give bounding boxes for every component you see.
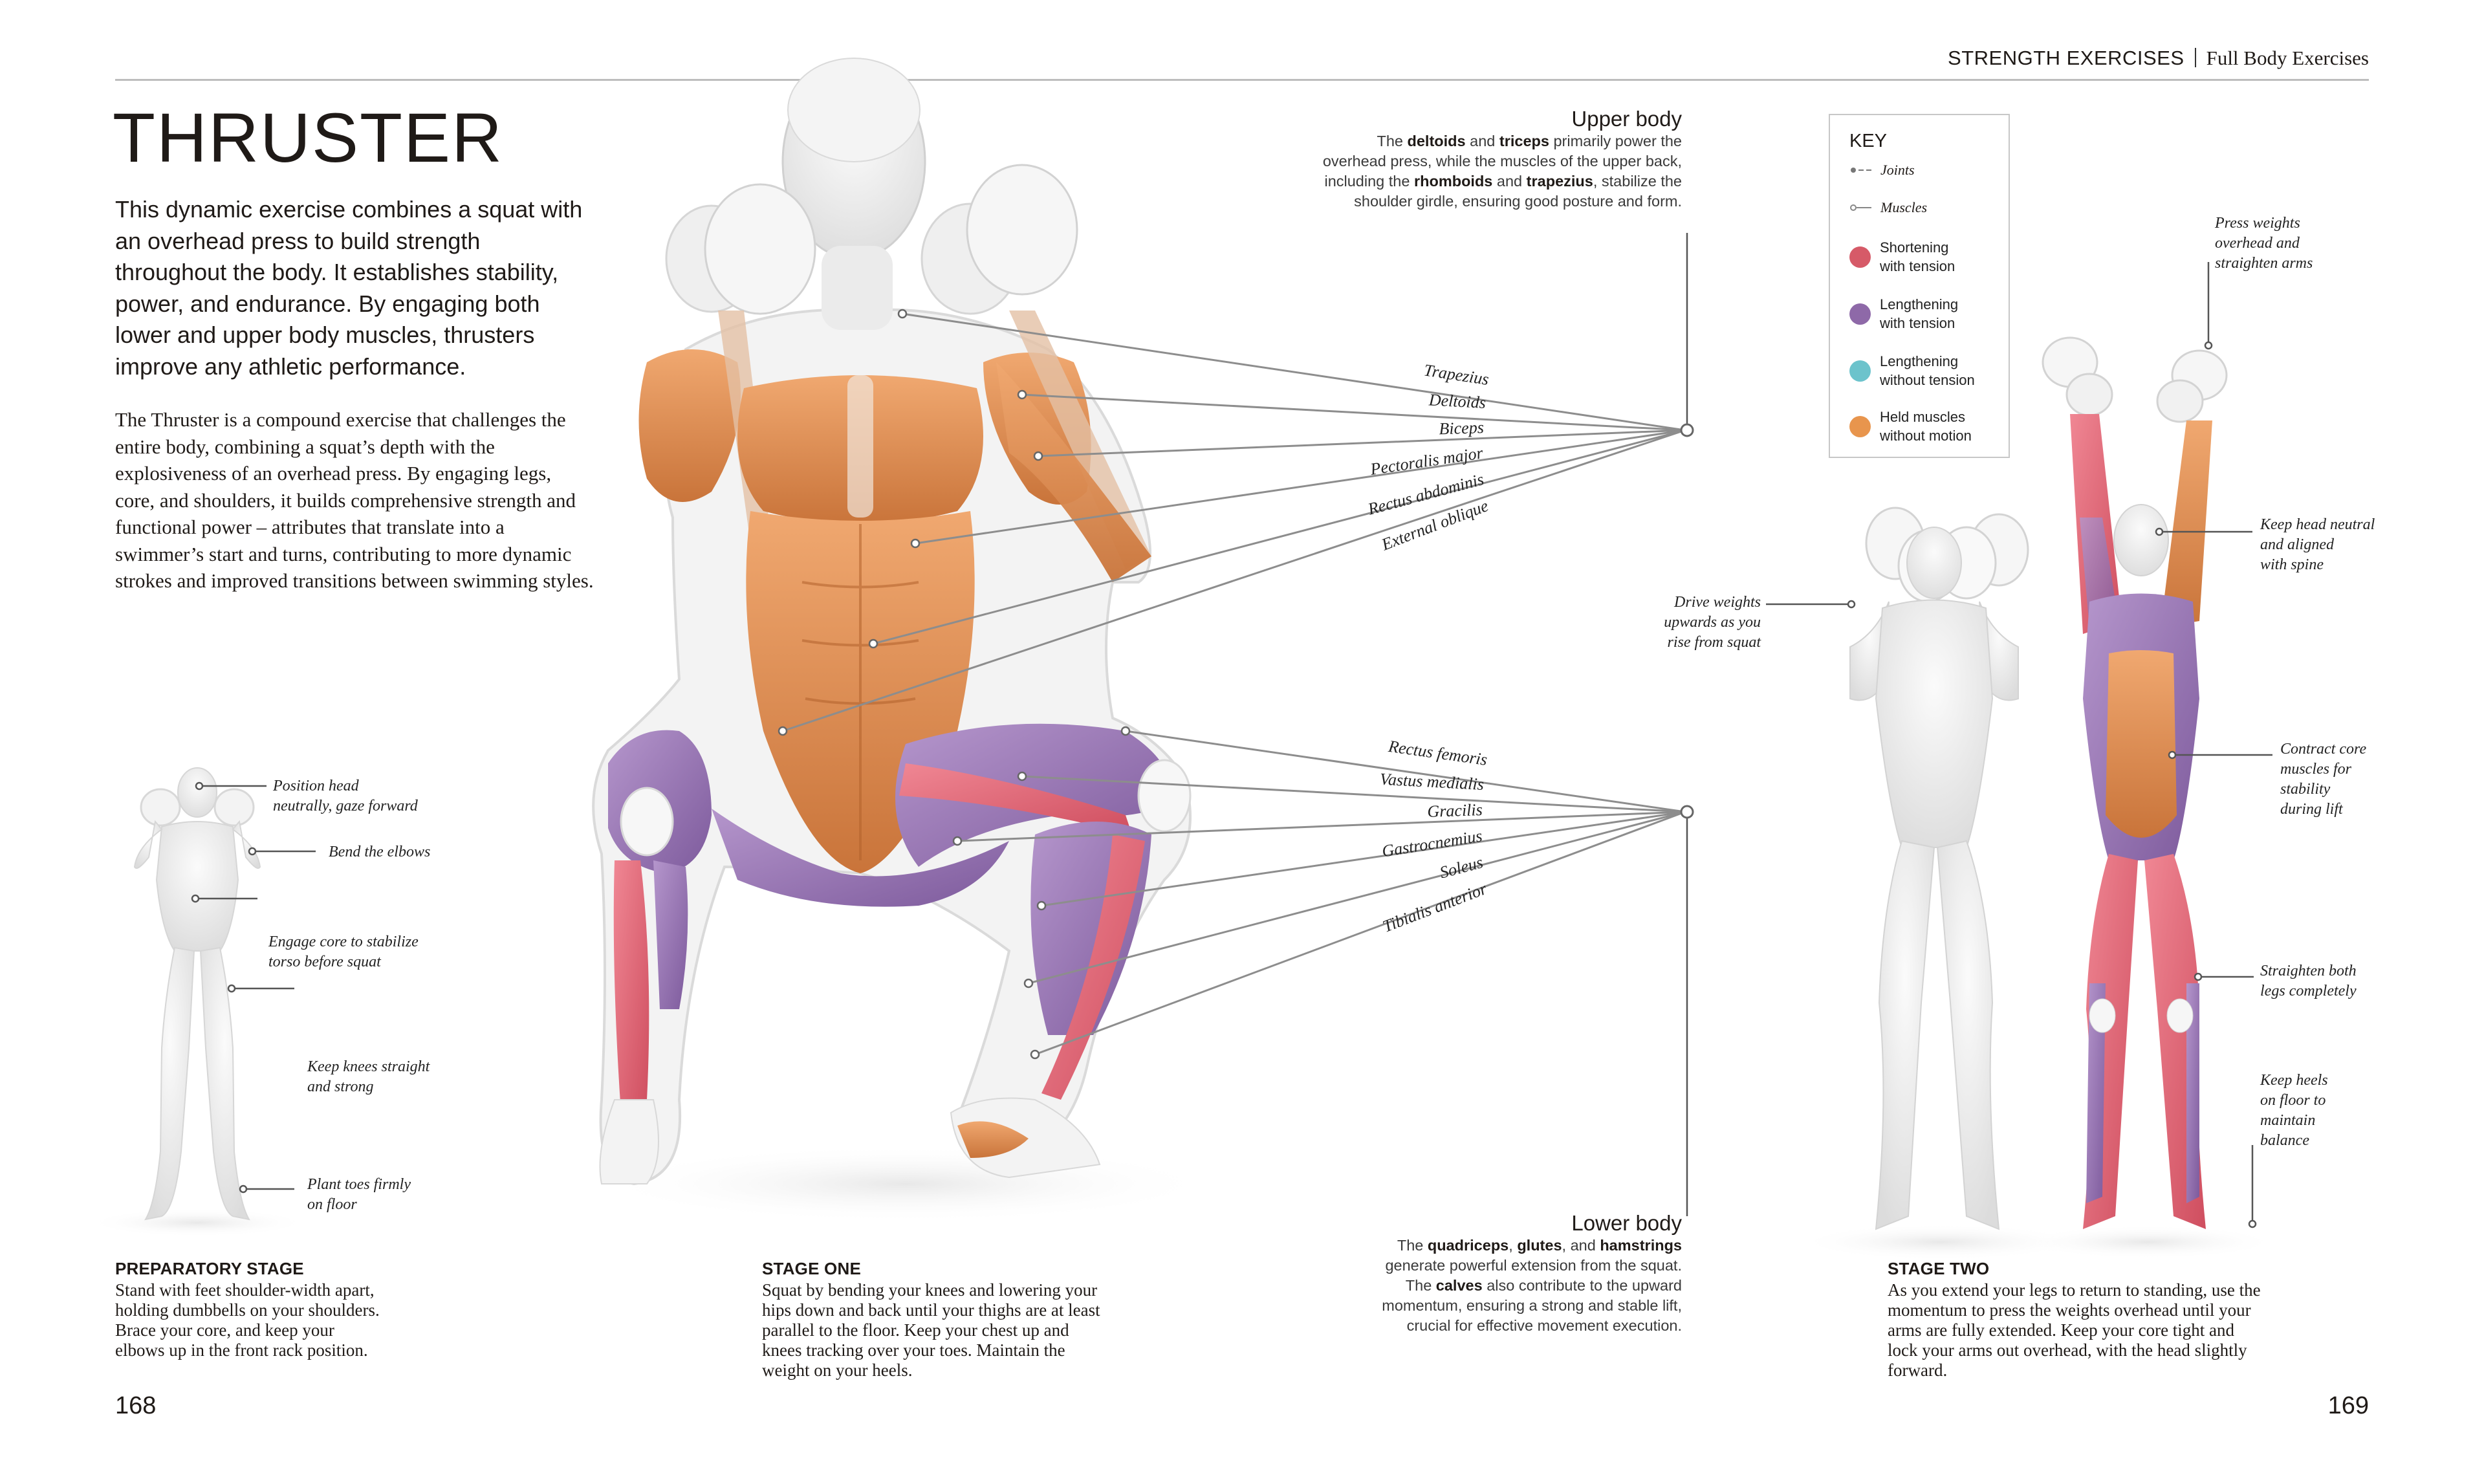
stage-two-muscle-figure xyxy=(2018,336,2277,1259)
lengthening-no-tension-color-swatch-icon xyxy=(1849,360,1871,382)
muscle-label-gracilis: Gracilis xyxy=(1426,800,1483,821)
preparatory-stage: PREPARATORY STAGE Stand with feet should… xyxy=(115,1259,387,1360)
upper-body-text: The deltoids and triceps primarily power… xyxy=(1322,133,1682,210)
dumbbell-left xyxy=(665,183,816,315)
prep-callout-lines xyxy=(191,781,316,1194)
upper-body-leader-lines xyxy=(782,233,1688,732)
preparatory-stage-text: Stand with feet shoulder-width apart, ho… xyxy=(115,1280,380,1360)
key-title: KEY xyxy=(1849,131,1888,151)
stage-two: STAGE TWO As you extend your legs to ret… xyxy=(1888,1259,2263,1380)
stage-one-heading: STAGE ONE xyxy=(762,1259,862,1278)
key-marker-muscles: Muscles xyxy=(1849,199,1927,216)
shortening-color-swatch-icon xyxy=(1849,246,1871,268)
muscle-label-deltoids: Deltoids xyxy=(1428,390,1487,413)
running-head: STRENGTH EXERCISES Full Body Exercises xyxy=(1948,47,2369,70)
section-label: STRENGTH EXERCISES xyxy=(1948,47,2184,69)
upper-body-info: Upper body The deltoids and triceps prim… xyxy=(1320,107,1682,212)
upper-body-heading: Upper body xyxy=(1571,107,1682,131)
stage-one-figure xyxy=(592,58,1216,1223)
stage-two-heading: STAGE TWO xyxy=(1888,1259,1990,1278)
upper-body-hub-icon xyxy=(1680,423,1694,437)
lower-body-heading: Lower body xyxy=(1571,1211,1682,1235)
preparatory-stage-heading: PREPARATORY STAGE xyxy=(115,1259,304,1278)
dumbbell-right xyxy=(921,164,1078,315)
preparatory-figure xyxy=(87,767,307,1237)
muscle-label-biceps: Biceps xyxy=(1438,418,1484,439)
lower-body-text: The quadriceps, glutes, and hamstrings g… xyxy=(1382,1237,1682,1334)
lower-body-leader-lines xyxy=(957,730,1688,1216)
held-color-swatch-icon xyxy=(1849,415,1871,437)
muscle-marker-icon xyxy=(1850,204,1871,211)
page-title: THRUSTER xyxy=(113,98,503,177)
stage-one: STAGE ONE Squat by bending your knees an… xyxy=(762,1259,1111,1380)
stage-two-callout-lines xyxy=(1766,262,2272,1228)
stage-two-text: As you extend your legs to return to sta… xyxy=(1888,1280,2261,1380)
header-rule xyxy=(115,79,2369,81)
subsection-label: Full Body Exercises xyxy=(2206,47,2369,69)
lower-body-info: Lower body The quadriceps, glutes, and h… xyxy=(1378,1211,1682,1336)
stage-one-text: Squat by bending your knees and lowering… xyxy=(762,1280,1100,1380)
body-paragraph: The Thruster is a compound exercise that… xyxy=(115,408,594,592)
intro-paragraph: This dynamic exercise combines a squat w… xyxy=(115,196,583,380)
muscle-anchor-icons xyxy=(778,309,1131,1060)
joint-marker-icon xyxy=(1851,168,1871,173)
page-number-left: 168 xyxy=(115,1392,157,1419)
lower-body-hub-icon xyxy=(1680,805,1694,819)
lengthening-color-swatch-icon xyxy=(1849,303,1871,325)
stage-two-white-figure xyxy=(1798,507,2083,1260)
key-marker-joints: Joints xyxy=(1849,162,1915,179)
page-number-right: 169 xyxy=(2327,1392,2369,1419)
header-separator xyxy=(2194,48,2196,67)
prep-callout-elbows: Bend the elbows xyxy=(329,844,431,860)
